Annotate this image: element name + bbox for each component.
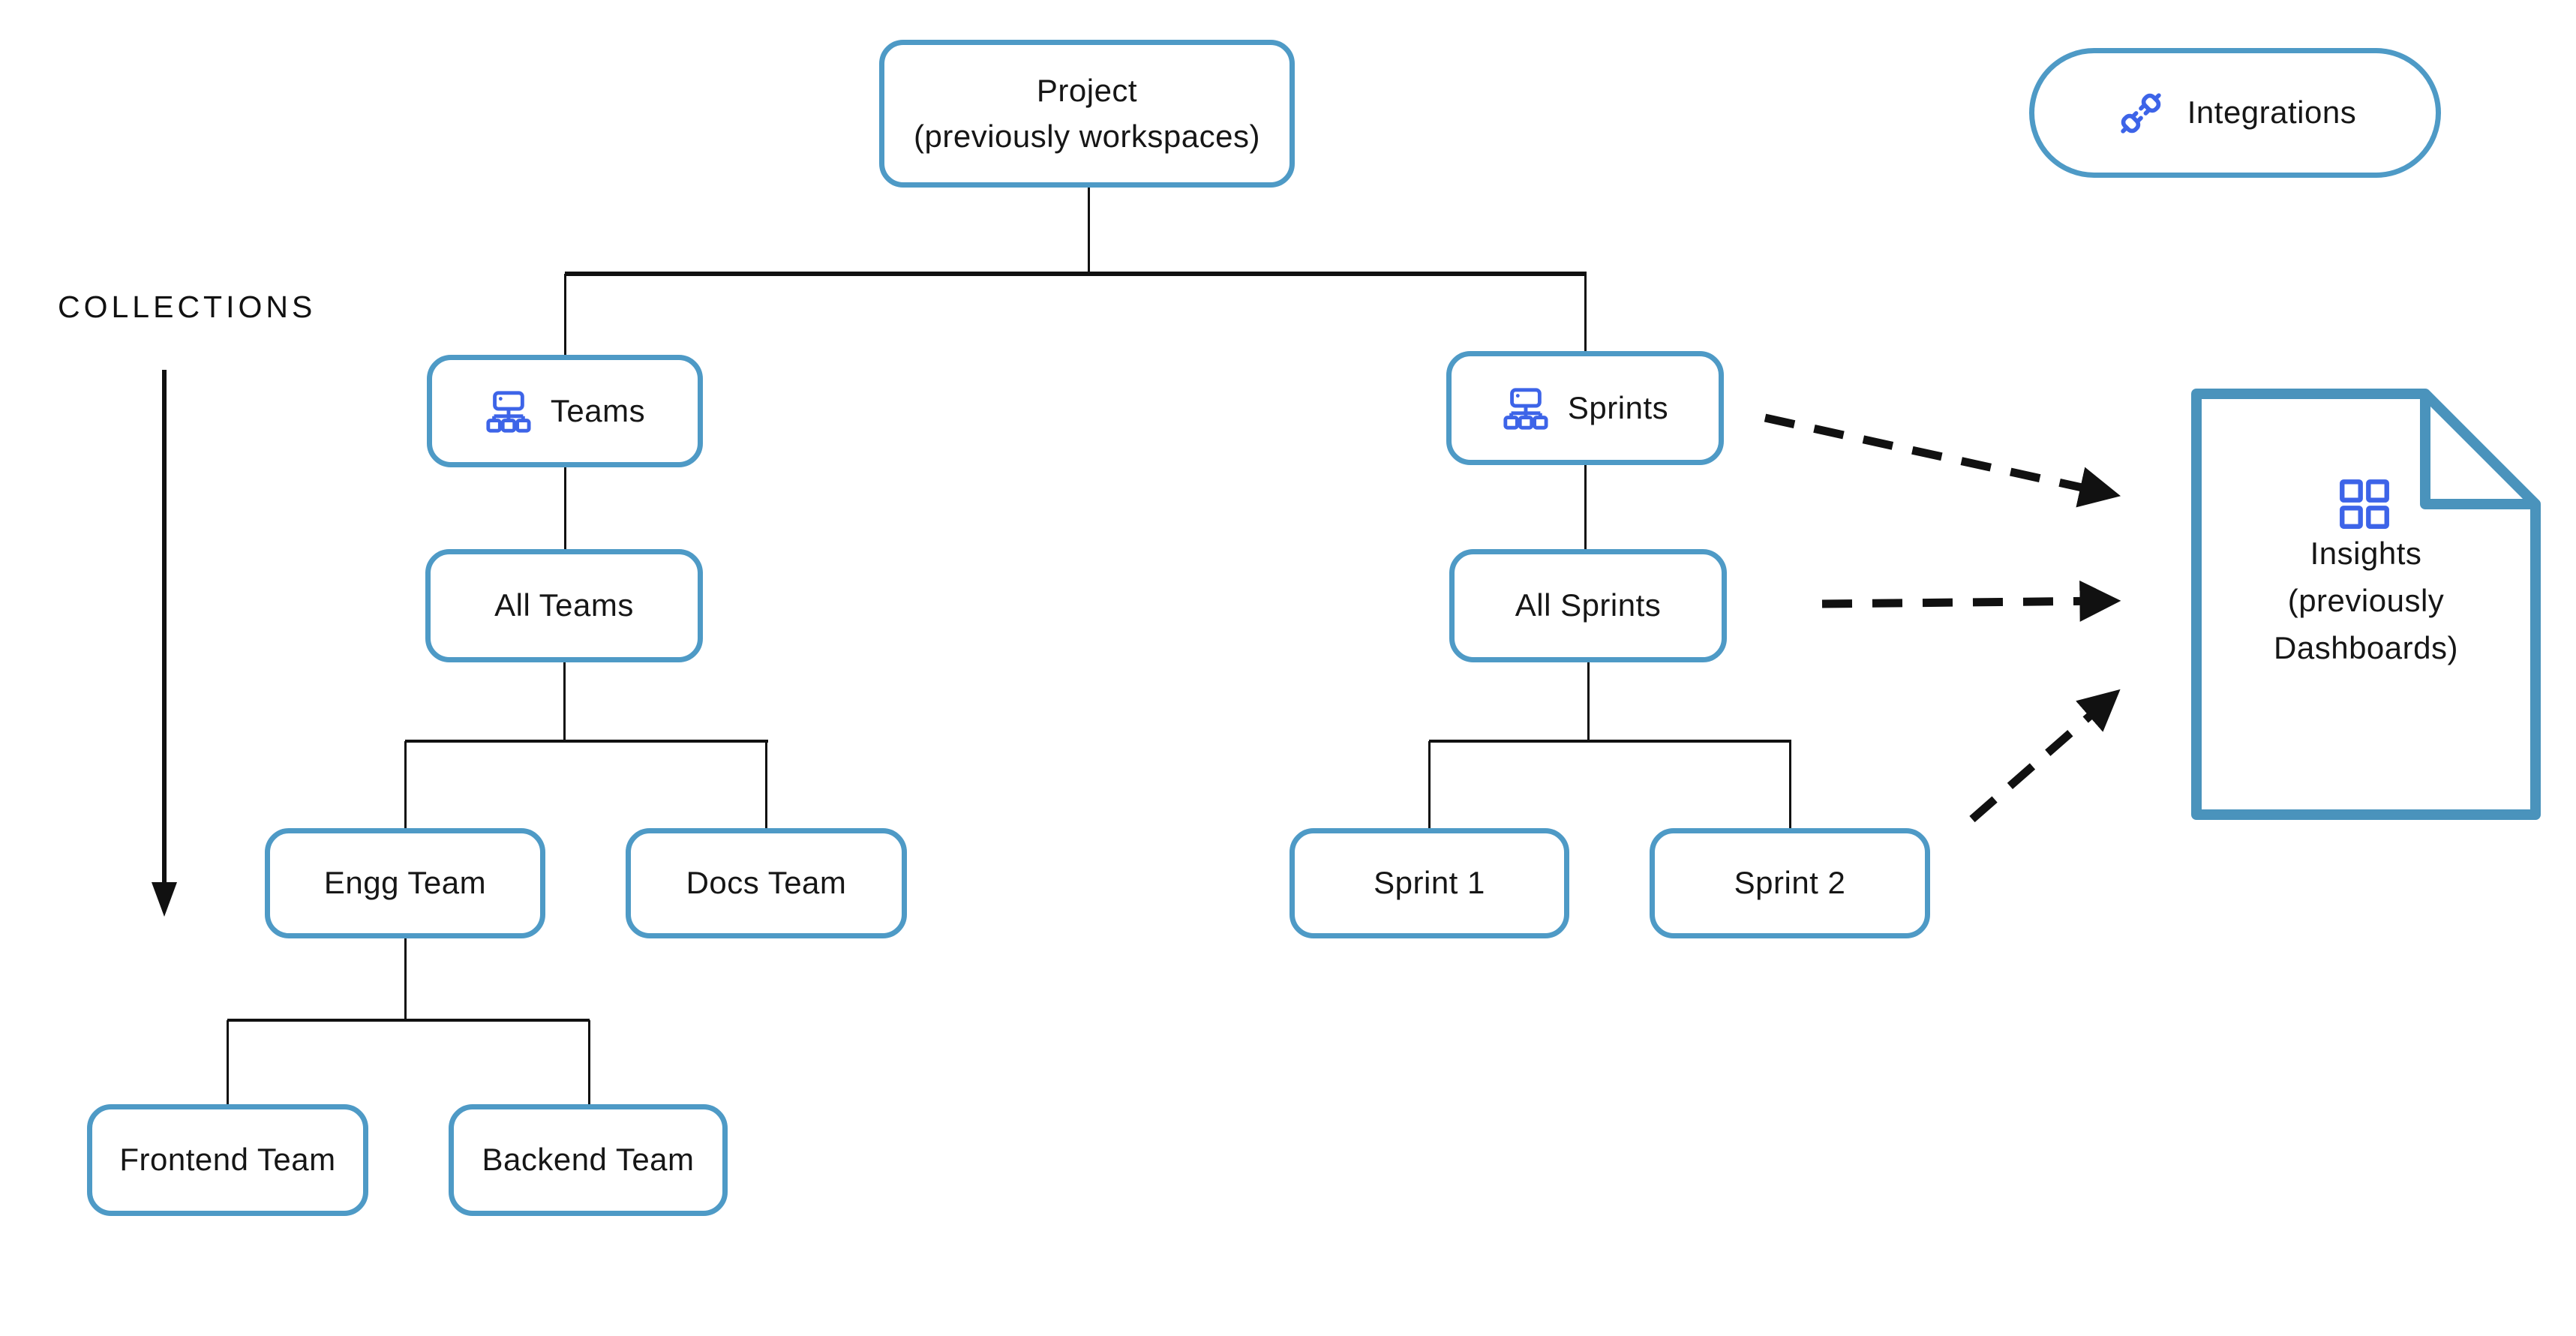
connector-allteams-down xyxy=(563,662,566,741)
node-sprints-label: Sprints xyxy=(1567,389,1669,425)
node-all-teams-label: All Teams xyxy=(494,587,634,623)
node-frontend-team: Frontend Team xyxy=(87,1104,368,1216)
node-teams: Teams xyxy=(427,355,703,467)
dashed-arrow-sprints-to-insights xyxy=(1764,413,2121,508)
connector-sprints-allsprints xyxy=(1584,465,1587,549)
node-backend-team: Backend Team xyxy=(449,1104,728,1216)
node-frontend-team-label: Frontend Team xyxy=(119,1142,336,1178)
connector-allsprints-down xyxy=(1587,662,1590,741)
collections-label: COLLECTIONS xyxy=(58,290,317,324)
dashed-arrows xyxy=(1764,413,2121,823)
connector-teams-allteams xyxy=(564,467,566,549)
node-sprints: Sprints xyxy=(1446,351,1724,465)
insights-document xyxy=(2191,389,2541,820)
integrations-label: Integrations xyxy=(2187,95,2357,131)
node-sprint-1-label: Sprint 1 xyxy=(1374,865,1485,901)
dashboard-grid-icon xyxy=(2339,479,2390,530)
node-docs-team: Docs Team xyxy=(626,828,907,938)
node-sprint-1: Sprint 1 xyxy=(1290,828,1569,938)
node-backend-team-label: Backend Team xyxy=(482,1142,695,1178)
collections-arrow-line xyxy=(162,370,167,884)
insights-label: Insights (previously Dashboards) xyxy=(2274,536,2458,665)
node-all-sprints-label: All Sprints xyxy=(1515,587,1662,623)
connector-to-docs xyxy=(765,741,767,828)
connector-project-down xyxy=(1088,188,1090,274)
insights-document-fold xyxy=(2420,394,2535,509)
dashed-arrow-sprint2-to-insights xyxy=(1969,689,2121,823)
node-sprint-2-label: Sprint 2 xyxy=(1734,865,1846,901)
connector-project-split xyxy=(565,272,1587,276)
connector-to-frontend xyxy=(227,1020,229,1104)
org-hierarchy-icon xyxy=(485,388,531,434)
node-project-label: Project (previously workspaces) xyxy=(914,72,1260,154)
connector-to-sprint1 xyxy=(1428,741,1431,828)
org-hierarchy-icon xyxy=(1502,385,1548,431)
node-all-sprints: All Sprints xyxy=(1449,549,1727,662)
connector-engg-split xyxy=(227,1019,590,1022)
connector-allsprints-split xyxy=(1429,740,1791,743)
plug-connection-icon xyxy=(2114,86,2168,140)
integrations-pill: Integrations xyxy=(2029,48,2441,178)
connector-to-sprint2 xyxy=(1789,741,1791,828)
node-sprint-2: Sprint 2 xyxy=(1650,828,1930,938)
dashed-arrow-all-sprints-to-insights xyxy=(1821,580,2121,622)
node-docs-team-label: Docs Team xyxy=(686,865,847,901)
connector-to-engg xyxy=(404,741,407,828)
node-engg-team: Engg Team xyxy=(265,828,545,938)
node-engg-team-label: Engg Team xyxy=(323,865,487,901)
node-all-teams: All Teams xyxy=(425,549,703,662)
collections-arrowhead-icon xyxy=(152,882,177,917)
node-project: Project (previously workspaces) xyxy=(879,40,1295,188)
connector-engg-down xyxy=(404,938,407,1020)
connector-to-teams xyxy=(564,274,566,355)
node-teams-label: Teams xyxy=(550,392,646,428)
connector-allteams-split xyxy=(405,740,768,743)
connector-to-sprints xyxy=(1584,274,1587,351)
connector-to-backend xyxy=(588,1020,590,1104)
